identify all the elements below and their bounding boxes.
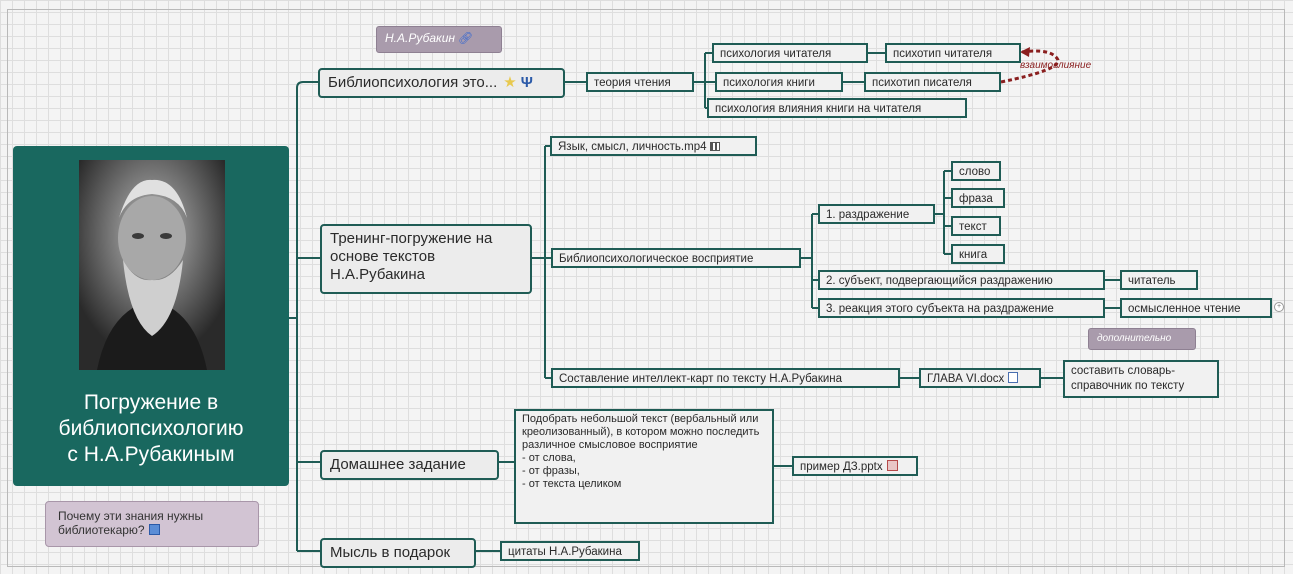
topic-irritation[interactable]: 1. раздражение — [818, 204, 935, 224]
topic-label: Мысль в подарок — [330, 544, 451, 561]
training-connectors — [532, 145, 1120, 379]
additional-label-text: дополнительно — [1097, 333, 1172, 344]
topic-label: Библиопсихология это... — [328, 74, 498, 91]
topic-text[interactable]: текст — [951, 216, 1001, 236]
topic-reading-theory[interactable]: теория чтения — [586, 72, 694, 92]
topic-label: Библиопсихологическое восприятие — [559, 253, 754, 265]
topic-book[interactable]: книга — [951, 244, 1005, 264]
topic-mindmaps[interactable]: Составление интеллект-карт по тексту Н.А… — [551, 368, 900, 388]
video-icon[interactable] — [710, 142, 721, 151]
topic-reader-psychology[interactable]: психология читателя — [712, 43, 868, 63]
rubakin-label[interactable]: Н.А.Рубакин🔗︎ — [376, 26, 502, 53]
topic-phrase[interactable]: фраза — [951, 188, 1005, 208]
topic-label: читатель — [1128, 275, 1176, 287]
expand-toggle[interactable]: + — [1274, 302, 1284, 312]
topic-gift[interactable]: Мысль в подарок — [320, 538, 476, 568]
topic-label: психология читателя — [720, 48, 832, 60]
doc-file-icon[interactable] — [1008, 372, 1019, 383]
topic-label: Тренинг-погружение на основе текстов Н.А… — [330, 230, 493, 283]
topic-book-psychology[interactable]: психология книги — [715, 72, 843, 92]
topic-label: 3. реакция этого субъекта на раздражение — [826, 303, 1054, 315]
pptx-file-icon[interactable] — [886, 460, 898, 471]
psi-icon: Ψ — [520, 74, 533, 91]
topic-label: 1. раздражение — [826, 209, 910, 221]
topic-label: теория чтения — [594, 77, 671, 89]
topic-label: книга — [959, 249, 988, 261]
relation-label[interactable]: взаимовлияние — [1020, 60, 1092, 71]
central-title-line: библиопсихологию — [58, 417, 244, 440]
topic-label: 2. субъект, подвергающийся раздражению — [826, 275, 1053, 287]
topic-label: текст — [959, 221, 987, 233]
topic-homework-example[interactable]: пример ДЗ.pptx — [792, 456, 918, 476]
topic-label: слово — [959, 166, 991, 178]
topic-reader-type[interactable]: психотип читателя — [885, 43, 1021, 63]
topic-label: составить словарь-справочник по тексту — [1071, 365, 1185, 392]
central-topic[interactable]: Погружение в библиопсихологию с Н.А.Руба… — [13, 146, 289, 486]
topic-video[interactable]: Язык, смысл, личность.mp4 — [550, 136, 757, 156]
topic-reader[interactable]: читатель — [1120, 270, 1198, 290]
topic-writer-type[interactable]: психотип писателя — [864, 72, 1001, 92]
topic-bibliopsychology[interactable]: Библиопсихология это... ★Ψ — [318, 68, 565, 98]
rubakin-label-text: Н.А.Рубакин — [385, 31, 455, 45]
topic-word[interactable]: слово — [951, 161, 1001, 181]
trunk-connector — [289, 81, 320, 552]
central-title-line: с Н.А.Рубакиным — [67, 443, 235, 466]
topic-training[interactable]: Тренинг-погружение на основе текстов Н.А… — [320, 224, 532, 294]
topic-label: психотип читателя — [893, 48, 993, 60]
homework-connectors — [476, 461, 792, 552]
relation-arrow — [1000, 49, 1060, 84]
topic-label: цитаты Н.А.Рубакина — [508, 546, 622, 558]
topic-label: пример ДЗ.pptx — [800, 461, 883, 473]
topic-chapter-file[interactable]: ГЛАВА VI.docx — [919, 368, 1041, 388]
topic-quotes[interactable]: цитаты Н.А.Рубакина — [500, 541, 640, 561]
topic-label: психотип писателя — [872, 77, 972, 89]
bibliopsy-connectors — [565, 52, 885, 109]
topic-homework[interactable]: Домашнее задание — [320, 450, 499, 480]
topic-dictionary[interactable]: составить словарь-справочник по тексту — [1063, 360, 1219, 398]
topic-label: Язык, смысл, личность.mp4 — [558, 141, 707, 153]
topic-homework-task[interactable]: Подобрать небольшой текст (вербальный ил… — [514, 409, 774, 524]
rubakin-portrait — [79, 160, 225, 370]
topic-label: фраза — [959, 193, 993, 205]
additional-label[interactable]: дополнительно — [1088, 328, 1196, 350]
star-icon: ★ — [503, 74, 517, 91]
note-icon[interactable] — [148, 524, 160, 535]
topic-perception[interactable]: Библиопсихологическое восприятие — [551, 248, 801, 268]
topic-meaningful-reading[interactable]: осмысленное чтение — [1120, 298, 1272, 318]
topic-label: Подобрать небольшой текст (вербальный ил… — [522, 413, 760, 490]
canvas-frame — [7, 9, 1285, 567]
link-icon[interactable]: 🔗︎ — [457, 31, 474, 45]
topic-reaction[interactable]: 3. реакция этого субъекта на раздражение — [818, 298, 1105, 318]
topic-label: Составление интеллект-карт по тексту Н.А… — [559, 373, 843, 385]
topic-label: Домашнее задание — [330, 456, 466, 473]
topic-label: ГЛАВА VI.docx — [927, 373, 1005, 385]
note-topic[interactable]: Почему эти знания нужны библиотекарю? — [45, 501, 259, 547]
central-title-line: Погружение в — [83, 391, 219, 414]
topic-label: психология влияния книги на читателя — [715, 103, 922, 115]
topic-subject[interactable]: 2. субъект, подвергающийся раздражению — [818, 270, 1105, 290]
topic-influence-psychology[interactable]: психология влияния книги на читателя — [707, 98, 967, 118]
central-topic-title: Погружение в библиопсихологию с Н.А.Руба… — [13, 390, 289, 468]
topic-label: осмысленное чтение — [1128, 303, 1241, 315]
topic-label: психология книги — [723, 77, 815, 89]
note-text: Почему эти знания нужны библиотекарю? — [58, 509, 204, 537]
